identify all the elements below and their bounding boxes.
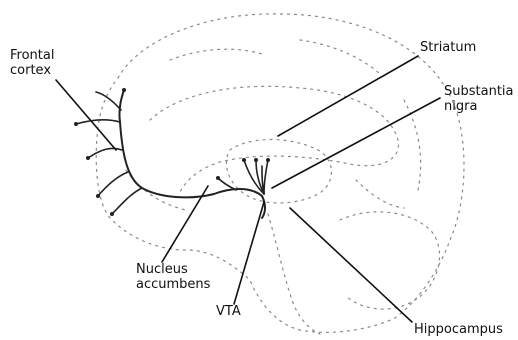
label-frontal-cortex-line-1: Frontal	[10, 48, 54, 63]
accumbens-branch	[218, 178, 236, 190]
gyrus-line-5	[356, 180, 404, 208]
striatal-terminal-1	[242, 158, 246, 162]
gyrus-line-1	[170, 49, 262, 60]
label-frontal-cortex-line-2: cortex	[10, 63, 54, 78]
striatum-leader	[278, 56, 418, 136]
cortex-branch-3	[98, 172, 128, 196]
cortex-branch-1	[76, 120, 120, 124]
label-hippocampus: Hippocampus	[414, 322, 503, 337]
label-striatum-line-1: Striatum	[420, 40, 476, 55]
corpus-callosum-contour	[150, 86, 398, 192]
label-substantia-nigra: Substantia nigra	[444, 84, 514, 114]
cortex-terminal-3	[86, 156, 90, 160]
dopamine-pathways	[74, 88, 270, 218]
label-substantia-nigra-line-2: nigra	[444, 99, 514, 114]
label-nucleus-accumbens-line-2: accumbens	[136, 277, 210, 292]
frontal-cortex-leader	[56, 80, 116, 150]
thalamus-contour	[226, 140, 331, 203]
label-hippocampus-line-1: Hippocampus	[414, 322, 503, 337]
substantia-nigra-leader	[272, 98, 440, 188]
cortex-terminal-2	[74, 122, 78, 126]
gyrus-line-4	[126, 170, 186, 210]
hippocampus-leader	[290, 208, 412, 322]
label-striatum: Striatum	[420, 40, 476, 55]
cortex-branch-5	[96, 92, 121, 110]
label-nucleus-accumbens-line-1: Nucleus	[136, 262, 210, 277]
striatal-terminal-3	[266, 158, 270, 162]
cortex-branch-2	[88, 148, 122, 158]
label-substantia-nigra-line-1: Substantia	[444, 84, 514, 99]
cortex-branch-4	[112, 188, 142, 214]
cerebellum-contour	[340, 212, 440, 309]
mesocortical-pathway	[119, 90, 262, 197]
gyrus-line-2	[300, 40, 380, 74]
cortex-terminal-4	[96, 194, 100, 198]
cortex-terminal-5	[110, 212, 114, 216]
label-frontal-cortex: Frontal cortex	[10, 48, 54, 78]
label-nucleus-accumbens: Nucleus accumbens	[136, 262, 210, 292]
accumbens-terminal	[216, 176, 220, 180]
brainstem-contour	[268, 214, 320, 334]
label-vta: VTA	[216, 304, 241, 319]
label-vta-line-1: VTA	[216, 304, 241, 319]
vta-leader	[234, 202, 264, 304]
cortex-terminal-1	[122, 88, 126, 92]
striatal-fiber-3	[264, 160, 268, 194]
striatal-terminal-2	[254, 158, 258, 162]
